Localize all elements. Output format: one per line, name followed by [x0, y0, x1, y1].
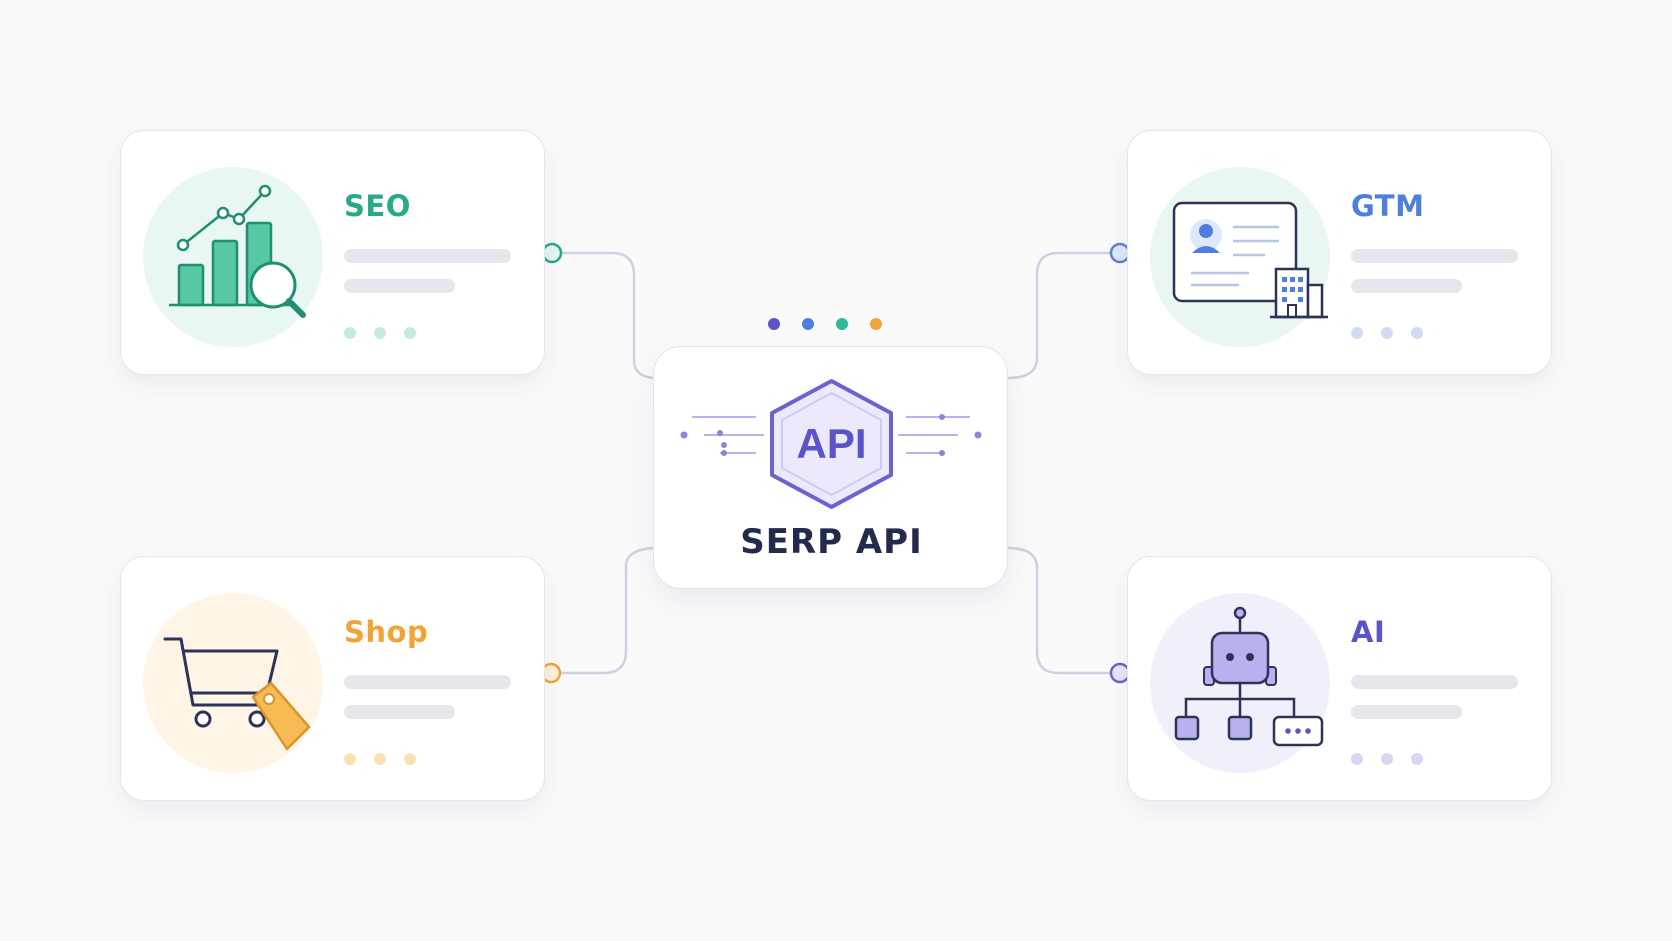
- shop-placeholder-line-short: [344, 705, 455, 719]
- shop-card-title: Shop: [344, 615, 429, 649]
- contact-card-building-icon: [1150, 167, 1330, 347]
- hub-status-dots: [768, 318, 882, 330]
- hub-graphic: API: [680, 379, 982, 509]
- api-badge-label: API: [796, 420, 866, 467]
- shop-icon-wrap: [141, 587, 333, 779]
- gtm-dot: [1381, 327, 1393, 339]
- seo-placeholder-line: [344, 249, 511, 263]
- ai-dot: [1351, 753, 1363, 765]
- hub-status-dot: [768, 318, 780, 330]
- hub-status-dot: [870, 318, 882, 330]
- api-hexagon-icon: [770, 379, 893, 509]
- gtm-placeholder-line-short: [1351, 279, 1462, 293]
- gtm-dot: [1351, 327, 1363, 339]
- ai-placeholder-line: [1351, 675, 1518, 689]
- hub-title: SERP API: [740, 522, 923, 562]
- connector-seo: [552, 251, 654, 380]
- robot-network-icon: [1150, 593, 1330, 773]
- seo-dot: [404, 327, 416, 339]
- cart-tag-icon: [143, 593, 323, 773]
- hub-status-dot: [836, 318, 848, 330]
- gtm-placeholder-line: [1351, 249, 1518, 263]
- seo-pagination-dots: [344, 327, 416, 339]
- shop-dot: [374, 753, 386, 765]
- ai-dot: [1411, 753, 1423, 765]
- ai-pagination-dots: [1351, 753, 1423, 765]
- shop-card[interactable]: Shop: [120, 556, 545, 801]
- ai-card[interactable]: AI: [1127, 556, 1552, 801]
- shop-dot: [404, 753, 416, 765]
- seo-icon-wrap: [141, 161, 333, 353]
- connector-shop: [551, 546, 654, 675]
- seo-card[interactable]: SEO: [120, 130, 545, 375]
- gtm-card-title: GTM: [1351, 189, 1425, 223]
- seo-dot: [374, 327, 386, 339]
- gtm-card[interactable]: GTM: [1127, 130, 1552, 375]
- gtm-icon-wrap: [1148, 161, 1340, 353]
- gtm-pagination-dots: [1351, 327, 1423, 339]
- ai-dot: [1381, 753, 1393, 765]
- seo-placeholder-line-short: [344, 279, 455, 293]
- serp-api-hub[interactable]: API SERP API: [653, 346, 1008, 589]
- hub-status-dot: [802, 318, 814, 330]
- seo-card-title: SEO: [344, 189, 411, 223]
- ai-card-title: AI: [1351, 615, 1386, 649]
- gtm-dot: [1411, 327, 1423, 339]
- connector-ai: [1007, 546, 1120, 675]
- seo-dot: [344, 327, 356, 339]
- shop-placeholder-line: [344, 675, 511, 689]
- ai-icon-wrap: [1148, 587, 1340, 779]
- connector-gtm: [1007, 251, 1120, 380]
- shop-dot: [344, 753, 356, 765]
- shop-pagination-dots: [344, 753, 416, 765]
- connector-node-seo: [541, 242, 563, 264]
- chart-search-icon: [143, 167, 323, 347]
- ai-placeholder-line-short: [1351, 705, 1462, 719]
